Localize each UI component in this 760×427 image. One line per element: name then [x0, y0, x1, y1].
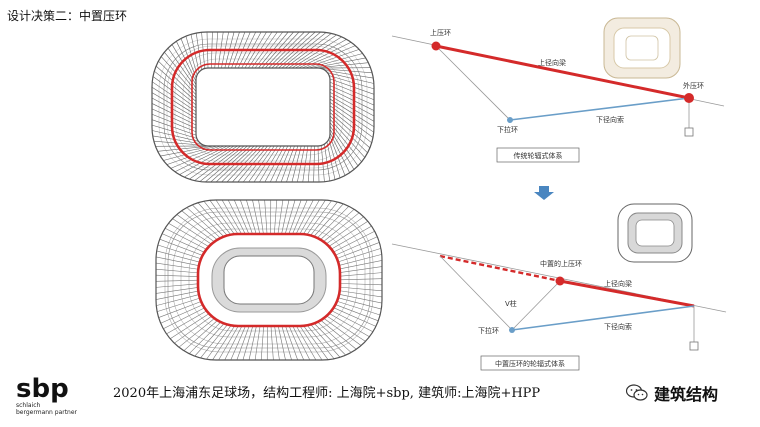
label-lower-radial-cable-bottom: 下径向索 — [604, 322, 632, 331]
thumbnail-bottom — [617, 203, 693, 263]
logo-main-text: sbp — [16, 374, 69, 404]
label-lower-radial-cable-top: 下径向索 — [596, 115, 624, 124]
thumbnail-top — [603, 17, 681, 79]
label-lower-ring-bottom: 下拉环 — [478, 326, 499, 335]
label-upper-radial-beam-top: 上径向梁 — [538, 58, 566, 67]
stadium-plan-top — [151, 31, 375, 183]
lower-ring-node-top — [507, 117, 513, 123]
sbp-logo: sbp schlaich bergermann partner — [16, 376, 77, 416]
lower-ring-node-bottom — [509, 327, 515, 333]
label-outer-ring: 外压环 — [683, 81, 704, 90]
wechat-watermark: 建筑结构 — [626, 381, 718, 405]
section-diagram-top: 上压环 上径向梁 外压环 下拉环 下径向索 传统轮辐式体系 — [391, 28, 725, 163]
outer-ring-node-top — [684, 93, 694, 103]
stadium-plan-bottom — [155, 199, 383, 361]
cantilever-dashed-beam — [439, 254, 561, 283]
transition-arrow-icon — [534, 186, 554, 200]
watermark-label: 建筑结构 — [654, 385, 719, 404]
lower-radial-cable-top — [509, 97, 690, 121]
lower-radial-cable-bottom — [511, 305, 695, 331]
system-box-top — [496, 147, 580, 163]
section-diagram-bottom: 中置的上压环 上径向梁 V柱 下拉环 下径向索 中置压环的轮辐式体系 — [391, 243, 727, 371]
middle-ring-node — [555, 276, 565, 286]
label-middle-upper-ring: 中置的上压环 — [540, 259, 582, 268]
upper-ring-node-top — [431, 41, 441, 51]
system-name-top: 传统轮辐式体系 — [514, 151, 563, 160]
logo-line1: schlaich — [16, 402, 41, 409]
v-column — [511, 280, 561, 331]
label-v-column: V柱 — [505, 299, 517, 308]
system-name-bottom: 中置压环的轮辐式体系 — [495, 359, 565, 368]
middle-ring-plan-bottom — [196, 232, 342, 328]
upper-radial-beam-top — [435, 44, 690, 100]
logo-line2: bergermann partner — [16, 409, 78, 416]
upper-ring-plan-top — [170, 48, 356, 166]
upper-radial-beam-bottom — [559, 279, 695, 308]
system-box-bottom — [480, 355, 580, 371]
page-title: 设计决策二：中置压环 — [7, 9, 128, 23]
wechat-icon — [626, 384, 648, 401]
label-lower-ring-top: 下拉环 — [497, 125, 518, 134]
image-caption: 2020年上海浦东足球场，结构工程师: 上海院+sbp, 建筑师:上海院+HPP — [113, 386, 541, 401]
label-upper-ring: 上压环 — [430, 28, 451, 37]
label-upper-radial-beam-bottom: 上径向梁 — [604, 279, 632, 288]
